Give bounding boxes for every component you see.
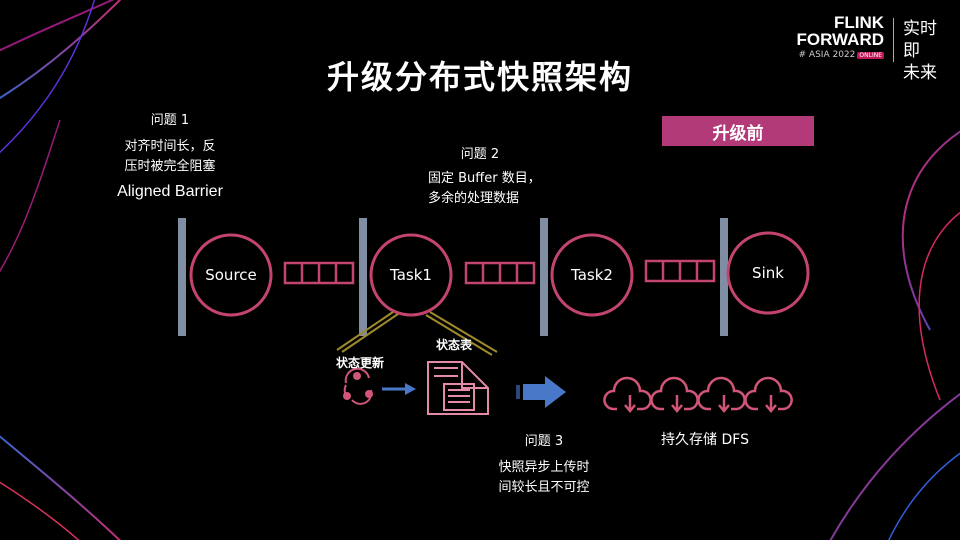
cycle-icon [343, 367, 373, 405]
status-badge: 升级前 [662, 116, 814, 146]
logo-line2: FORWARD [796, 30, 884, 49]
cloud-icon-1 [603, 376, 652, 413]
issue-2: 问题 2 固定 Buffer 数目， 多余的处理数据 [410, 145, 550, 209]
operator-label-task2: Task2 [571, 266, 613, 284]
buffer-1 [283, 261, 355, 285]
upload-arrow-icon [516, 376, 566, 408]
logo-chinese: 实时即 未来 [903, 18, 943, 84]
document-icon [427, 361, 489, 415]
cloud-download-icons [603, 376, 793, 413]
operator-label-source: Source [205, 266, 257, 284]
logo-line1: FLINK [833, 13, 884, 32]
issue-1-line2: 压时被完全阻塞 [124, 159, 216, 174]
issue-1-line1: 对齐时间长，反 [124, 139, 216, 154]
state-table-label: 状态表 [436, 338, 473, 352]
logo-divider [893, 18, 894, 62]
arrow-right-icon [382, 383, 416, 395]
barrier-label: Aligned Barrier [117, 183, 223, 200]
issue-3-line1: 快照异步上传时 [498, 460, 590, 475]
issue-3-title: 问题 3 [524, 434, 564, 449]
operator-circle-sink [726, 231, 810, 315]
issue-2-line2: 多余的处理数据 [428, 191, 520, 206]
operator-circle-task2 [550, 233, 634, 317]
operator-label-sink: Sink [752, 264, 784, 282]
task1-connectors [336, 311, 498, 356]
cloud-icon-4 [744, 376, 793, 413]
logo-sub-tag: ONLINE [857, 52, 884, 59]
issue-2-line1: 固定 Buffer 数目， [428, 171, 541, 186]
cloud-icon-2 [650, 376, 699, 413]
issue-3: 问题 3 快照异步上传时 间较长且不可控 [474, 432, 614, 498]
issue-2-title: 问题 2 [460, 147, 500, 162]
buffer-2 [464, 261, 536, 285]
barrier-bar-4 [720, 218, 728, 336]
operator-circle-source [189, 233, 273, 317]
operator-circle-task1 [369, 233, 453, 317]
state-update-label: 状态更新 [336, 356, 385, 370]
barrier-bar-1 [178, 218, 186, 336]
logo-zh-line2: 未来 [903, 63, 937, 83]
issue-1-title: 问题 1 [150, 113, 190, 128]
storage-label: 持久存储 DFS [661, 432, 749, 448]
logo-sub-text: # ASIA 2022 [798, 50, 856, 60]
operator-label-task1: Task1 [390, 266, 432, 284]
slide-title: 升级分布式快照架构 [326, 58, 633, 96]
logo-flink-forward: FLINK FORWARD [780, 14, 884, 48]
issue-1: 问题 1 对齐时间长，反 压时被完全阻塞 [110, 111, 230, 177]
logo-zh-line1: 实时即 [903, 19, 937, 61]
buffer-3 [644, 259, 716, 283]
cloud-icon-3 [697, 376, 746, 413]
barrier-bar-2 [359, 218, 367, 336]
issue-3-line2: 间较长且不可控 [498, 480, 590, 495]
barrier-bar-3 [540, 218, 548, 336]
